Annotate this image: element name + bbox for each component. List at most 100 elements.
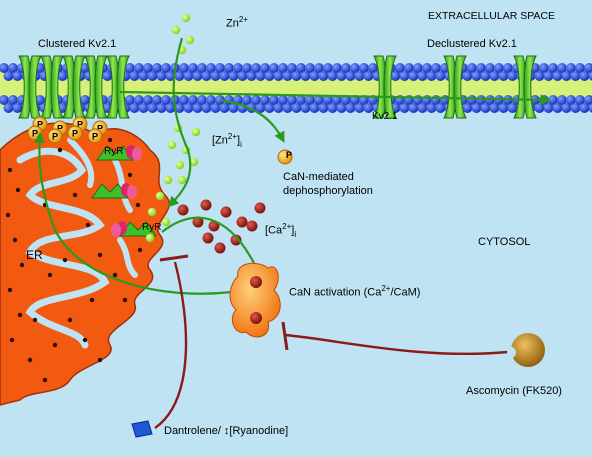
er-dot	[97, 357, 103, 363]
zn-ion	[171, 25, 181, 35]
ryr-top-icon	[96, 145, 142, 161]
er-label: ER	[26, 248, 43, 262]
zn-ion	[185, 35, 195, 45]
ascomycin-inhibit-line	[284, 333, 509, 356]
lipid-head	[161, 95, 171, 105]
extracellular-label: EXTRACELLULAR SPACE	[428, 10, 556, 22]
lipid-head	[174, 71, 185, 81]
lipid-head	[237, 71, 248, 81]
lipid-head	[0, 95, 9, 105]
lipid-head	[287, 63, 297, 73]
lipid-head	[156, 103, 167, 113]
lipid-head	[327, 103, 338, 113]
ca-intracellular-label: [Ca2+]i	[265, 222, 296, 239]
lipid-head	[233, 63, 243, 73]
lipid-head	[309, 103, 320, 113]
lipid-head	[431, 63, 441, 73]
lipid-head	[408, 71, 419, 81]
lipid-head	[579, 71, 590, 81]
calcineurin-icon	[229, 262, 281, 338]
er-dot	[62, 257, 68, 263]
er-dot	[27, 357, 33, 363]
lipid-head	[471, 103, 482, 113]
zn-label: Zn2+	[226, 15, 248, 30]
zn-i-sub: i	[240, 139, 242, 149]
lipid-head	[143, 95, 153, 105]
er-dot	[7, 287, 13, 293]
lipid-head	[228, 71, 239, 81]
lipid-head	[224, 63, 234, 73]
phosphate-group-icon: P	[47, 128, 63, 144]
lipid-head	[426, 103, 437, 113]
lipid-head	[260, 63, 270, 73]
lipid-head	[584, 63, 592, 73]
er-dot	[19, 262, 25, 268]
lipid-head	[354, 71, 365, 81]
lipid-head	[125, 63, 135, 73]
lipid-head	[498, 103, 509, 113]
lipid-head	[152, 95, 162, 105]
lipid-head	[264, 71, 275, 81]
lipid-head	[539, 63, 549, 73]
lipid-head	[471, 71, 482, 81]
lipid-head	[102, 71, 113, 81]
er-dot	[5, 212, 11, 218]
er-dot	[15, 187, 21, 193]
signal-arrows	[33, 37, 552, 295]
lipid-head	[242, 63, 252, 73]
lipid-head	[359, 63, 369, 73]
lipid-head	[345, 71, 356, 81]
lipid-head	[327, 71, 338, 81]
phosphate-letter: P	[37, 120, 43, 130]
lipid-head	[57, 71, 68, 81]
lipid-head	[129, 103, 140, 113]
lipid-head	[179, 95, 189, 105]
lipid-head	[219, 71, 230, 81]
lipid-head	[125, 95, 135, 105]
lipid-head	[318, 103, 329, 113]
lipid-head	[314, 63, 324, 73]
lipid-head	[435, 103, 446, 113]
lipid-head	[462, 103, 473, 113]
lipid-head	[395, 63, 405, 73]
phosphate-letter: P	[52, 132, 58, 142]
er-dot	[97, 252, 103, 258]
can-activation-charge: 2+	[381, 284, 391, 293]
lipid-head	[399, 103, 410, 113]
lipid-head	[507, 103, 518, 113]
phosphate-letter: P	[92, 132, 98, 142]
ca-ion	[246, 220, 258, 232]
lipid-head	[480, 71, 491, 81]
er-dot	[137, 247, 143, 253]
lipid-head	[588, 71, 592, 81]
ca-ion	[254, 202, 266, 214]
lipid-head	[543, 103, 554, 113]
lipid-head	[179, 63, 189, 73]
kv21-clustered-channel	[106, 55, 130, 119]
lipid-head	[494, 63, 504, 73]
zn-ion	[155, 191, 165, 201]
lipid-head	[336, 103, 347, 113]
lipid-head	[323, 63, 333, 73]
lipid-head	[435, 71, 446, 81]
dantrolene-label: Dantrolene/ ↕[Ryanodine]	[164, 425, 289, 437]
lipid-head	[3, 103, 14, 113]
lipid-head	[138, 103, 149, 113]
lipid-head	[557, 95, 567, 105]
zn-i-close: ]	[237, 134, 241, 147]
lipid-head	[278, 95, 288, 105]
lipid-head	[138, 71, 149, 81]
er-dot	[107, 137, 113, 143]
lipid-head	[251, 63, 261, 73]
lipid-head	[570, 103, 581, 113]
ryr-receptors	[91, 145, 157, 237]
lipid-head	[80, 95, 90, 105]
kv21-clustered-channel	[40, 55, 64, 119]
lipid-head	[584, 95, 592, 105]
lipid-head	[485, 63, 495, 73]
can-activation-suffix: /CaM)	[390, 286, 421, 299]
lipid-head	[291, 103, 302, 113]
lipid-head	[80, 63, 90, 73]
lipid-head	[129, 71, 140, 81]
cytosol-label: CYTOSOL	[478, 236, 531, 248]
